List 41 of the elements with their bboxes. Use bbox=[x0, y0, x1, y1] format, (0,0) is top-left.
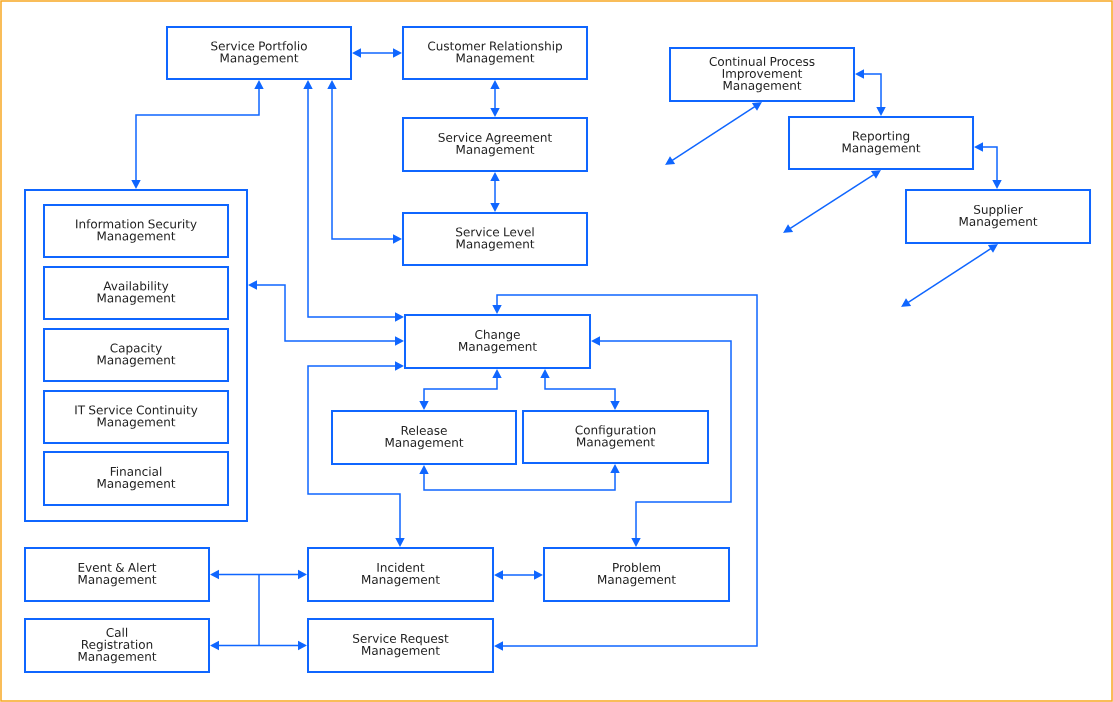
connector-arrow bbox=[783, 170, 881, 233]
connector-arrow bbox=[327, 80, 402, 244]
connector-arrow bbox=[494, 570, 543, 580]
process-box: Service Portfolio Management bbox=[166, 26, 352, 80]
process-box: Incident Management bbox=[307, 547, 494, 602]
connector-arrow bbox=[855, 69, 886, 116]
connector-arrow bbox=[540, 369, 620, 410]
process-box: Call Registration Management bbox=[24, 618, 210, 673]
process-box: Service Agreement Management bbox=[402, 117, 588, 172]
connector-arrow bbox=[307, 361, 405, 547]
process-box: Reporting Management bbox=[788, 116, 974, 170]
connector-arrow bbox=[901, 244, 998, 307]
connector-arrow bbox=[490, 80, 500, 117]
connector-arrow bbox=[492, 294, 758, 651]
process-box: Supplier Management bbox=[905, 189, 1091, 244]
process-box: Information Security Management bbox=[43, 204, 229, 258]
connector-arrow bbox=[974, 142, 1002, 189]
connector-arrow bbox=[591, 336, 732, 547]
process-box: Release Management bbox=[331, 410, 517, 465]
process-box: Financial Management bbox=[43, 451, 229, 506]
connector-arrow bbox=[210, 569, 307, 651]
group-box bbox=[24, 189, 248, 522]
connector-arrow bbox=[303, 80, 404, 322]
connector-arrow bbox=[665, 102, 762, 165]
connector-arrow bbox=[248, 280, 404, 346]
process-box: Service Level Management bbox=[402, 212, 588, 266]
process-box: Continual Process Improvement Management bbox=[669, 47, 855, 102]
process-box: Event & Alert Management bbox=[24, 547, 210, 602]
connector-arrow bbox=[419, 464, 620, 491]
process-box: Configuration Management bbox=[522, 410, 709, 464]
process-box: Customer Relationship Management bbox=[402, 26, 588, 80]
process-box: Capacity Management bbox=[43, 328, 229, 382]
connector-arrow bbox=[419, 369, 502, 410]
process-box: Service Request Management bbox=[307, 618, 494, 673]
connector-arrow bbox=[131, 80, 264, 189]
process-box: Change Management bbox=[404, 314, 591, 369]
connector-arrow bbox=[352, 48, 402, 58]
process-box: Availability Management bbox=[43, 266, 229, 320]
connector-arrow bbox=[490, 172, 500, 212]
process-box: IT Service Continuity Management bbox=[43, 390, 229, 444]
process-box: Problem Management bbox=[543, 547, 730, 602]
